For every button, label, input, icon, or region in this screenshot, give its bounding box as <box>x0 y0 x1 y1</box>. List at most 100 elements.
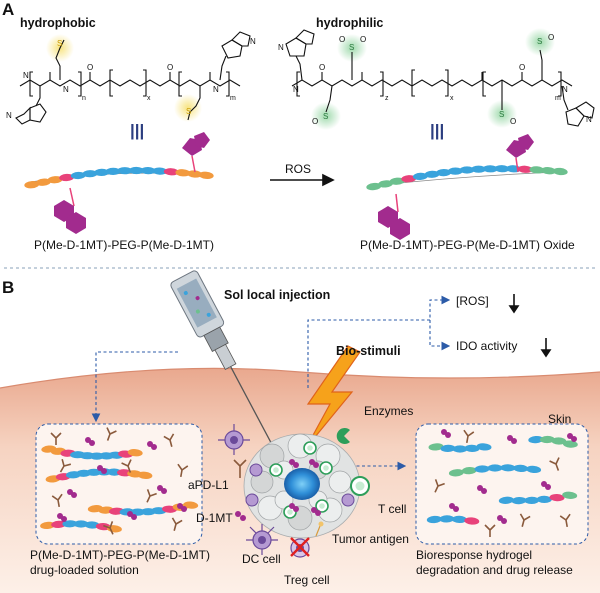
antibody-icon <box>559 513 571 528</box>
sulfone-o-2: O <box>312 117 318 126</box>
treg-cell-label: Treg cell <box>284 573 330 587</box>
polymer-bead <box>70 171 86 180</box>
drug-dot <box>481 488 487 494</box>
antibody-icon <box>121 459 132 473</box>
skin-surface <box>0 367 600 389</box>
equiv-symbol-left: ||| <box>130 121 144 140</box>
subscript-m-right: m <box>555 95 561 102</box>
polymer-bead <box>529 166 545 174</box>
drug-dot <box>501 518 507 524</box>
drug-dot <box>315 510 321 516</box>
skin-label: Skin <box>548 412 572 426</box>
left-bead-polymer <box>24 132 214 234</box>
polymer-fragment <box>500 464 516 472</box>
ros-level-label: [ROS] <box>456 294 489 308</box>
antibody-icon <box>549 457 560 471</box>
oxygen-2: O <box>167 63 173 72</box>
amide-n-r1: N <box>293 85 299 94</box>
polymer-bead <box>35 178 51 186</box>
t-cell-nucleus <box>307 445 313 451</box>
drug-dot <box>445 432 451 438</box>
polymer-bead <box>424 170 440 178</box>
antibody-icon <box>434 479 445 493</box>
d1mt-legend-icon <box>235 511 246 521</box>
antibody-icon <box>59 458 72 473</box>
polymer-fragment <box>549 493 565 502</box>
dc-cell-label: DC cell <box>242 552 281 566</box>
antibody-icon <box>51 493 63 508</box>
sulfur-atom-left: S <box>57 39 62 48</box>
sulfone-s-2: S <box>323 112 328 121</box>
amide-n-3: N <box>213 85 219 94</box>
polymer-bead <box>140 166 156 175</box>
polymer-bead <box>47 176 63 184</box>
drug-molecule-right-b <box>506 134 534 158</box>
polymer-bead <box>128 166 144 175</box>
drug-dot <box>293 462 299 468</box>
release-contents <box>426 429 578 537</box>
polymer-bead-small <box>84 521 100 529</box>
left-caption-line1: P(Me-D-1MT)-PEG-P(Me-D-1MT) <box>30 548 210 562</box>
polymer-fragment <box>536 495 552 504</box>
polymer-bead <box>494 165 510 173</box>
left-polymer-label: P(Me-D-1MT)-PEG-P(Me-D-1MT) <box>34 238 214 252</box>
drug-dot <box>161 488 167 494</box>
polymer-bead <box>412 172 428 181</box>
dc-cell <box>249 463 263 477</box>
polymer-fragment <box>448 469 464 477</box>
subscript-n: n <box>82 95 86 102</box>
antibody-icon <box>146 489 157 503</box>
hydrophobic-structure <box>15 31 251 125</box>
polymer-bead-small <box>62 520 78 528</box>
antibody-icon <box>463 429 475 444</box>
sulfone-highlight-2 <box>311 102 341 130</box>
t-cell-icon <box>350 476 370 496</box>
antibody-icon <box>519 513 531 527</box>
polymer-bead <box>459 166 475 174</box>
drug-molecule-right-a <box>378 206 410 240</box>
antibody-icon <box>106 427 117 441</box>
right-polymer-label: P(Me-D-1MT)-PEG-P(Me-D-1MT) Oxide <box>360 238 575 252</box>
indole-n-r1: N <box>278 43 284 52</box>
polymer-bead <box>117 167 133 175</box>
polymer-fragment <box>513 464 529 473</box>
injection-label: Sol local injection <box>224 288 331 302</box>
t-cell-nucleus <box>319 503 325 509</box>
d1mt-label: D-1MT <box>196 511 233 525</box>
polymer-fragment <box>452 445 468 453</box>
sulfone-s-1: S <box>349 43 354 52</box>
drug-dot <box>89 440 95 446</box>
polymer-fragment <box>440 444 456 453</box>
antibody-icon <box>171 517 183 531</box>
right-bead-polymer <box>366 134 568 240</box>
drug-dot <box>131 514 137 520</box>
antibody-icon <box>103 521 114 535</box>
polymer-fragment <box>562 440 578 448</box>
syringe <box>170 270 278 454</box>
sulfone-s-4: S <box>499 110 504 119</box>
dc-cell-icon <box>246 524 278 555</box>
drug-dot <box>101 468 107 474</box>
polymer-fragment <box>539 435 555 444</box>
sulfone-o-4: O <box>510 117 516 126</box>
polymer-bead-small <box>73 520 89 528</box>
indole-n-r2: N <box>586 115 592 124</box>
panel-a-letter: A <box>2 0 15 19</box>
polymer-bead <box>389 177 405 185</box>
hydrophilic-atom-labels: S S S S O O O O O O O N N N N z x m <box>278 33 592 126</box>
sulfone-s-3: S <box>537 37 542 46</box>
treg-cell-icon <box>290 537 310 558</box>
sulfone-o-1b: O <box>360 35 366 44</box>
subscript-m-left: m <box>230 95 236 102</box>
sulfone-o-1a: O <box>339 35 345 44</box>
dc-cell-icon-top <box>218 424 250 455</box>
polymer-bead-small <box>137 471 153 479</box>
equiv-symbol-right: ||| <box>430 121 444 140</box>
dc-cell <box>341 493 355 507</box>
subscript-x-right: x <box>450 95 454 102</box>
enzyme-icon <box>336 428 350 444</box>
drug-dot <box>151 444 157 450</box>
tumor-cluster <box>243 433 361 539</box>
polymer-bead <box>24 181 40 189</box>
hydrophobic-label: hydrophobic <box>20 16 96 30</box>
